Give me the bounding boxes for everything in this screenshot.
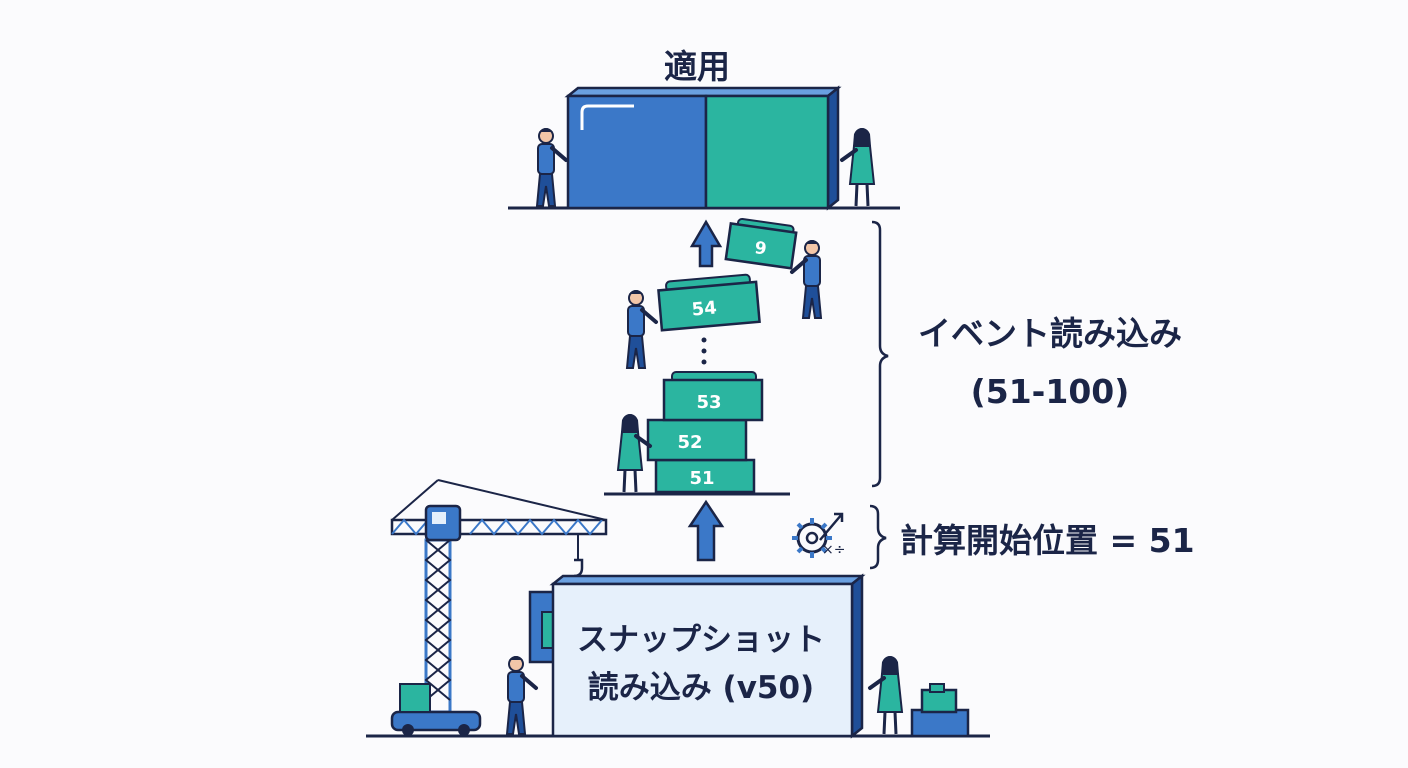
block-54-label: 54 xyxy=(691,297,718,320)
apply-block xyxy=(508,88,900,208)
apply-title: 適用 xyxy=(664,40,730,88)
block-9: 9 xyxy=(726,218,797,269)
ellipsis-dots xyxy=(702,338,707,365)
events-label-line1: イベント読み込み xyxy=(900,305,1200,363)
block-52-label: 52 xyxy=(677,432,702,453)
events-label-line2: (51-100) xyxy=(900,363,1200,421)
snapshot-label-line2: 読み込み (v50) xyxy=(553,664,849,712)
start-brace xyxy=(870,506,886,568)
block-53-label: 53 xyxy=(696,392,721,413)
block-54: 54 xyxy=(658,274,760,330)
events-brace xyxy=(872,222,888,486)
small-crates xyxy=(912,684,968,736)
start-position-label: 計算開始位置 = 51 xyxy=(900,514,1195,562)
events-label: イベント読み込み (51-100) xyxy=(900,305,1200,421)
gear-calc-icon: ×÷ xyxy=(792,514,845,558)
block-53: 53 xyxy=(664,372,762,420)
block-51-label: 51 xyxy=(689,468,714,489)
up-arrow-icon xyxy=(690,502,722,560)
snapshot-label: スナップショット 読み込み (v50) xyxy=(553,616,849,712)
snapshot-label-line1: スナップショット xyxy=(553,616,849,664)
svg-text:×÷: ×÷ xyxy=(822,542,845,558)
start-area: ×÷ xyxy=(690,502,886,568)
block-52: 52 xyxy=(648,420,746,460)
block-51: 51 xyxy=(656,460,754,492)
events-area: 9 54 51 52 53 xyxy=(604,218,888,494)
